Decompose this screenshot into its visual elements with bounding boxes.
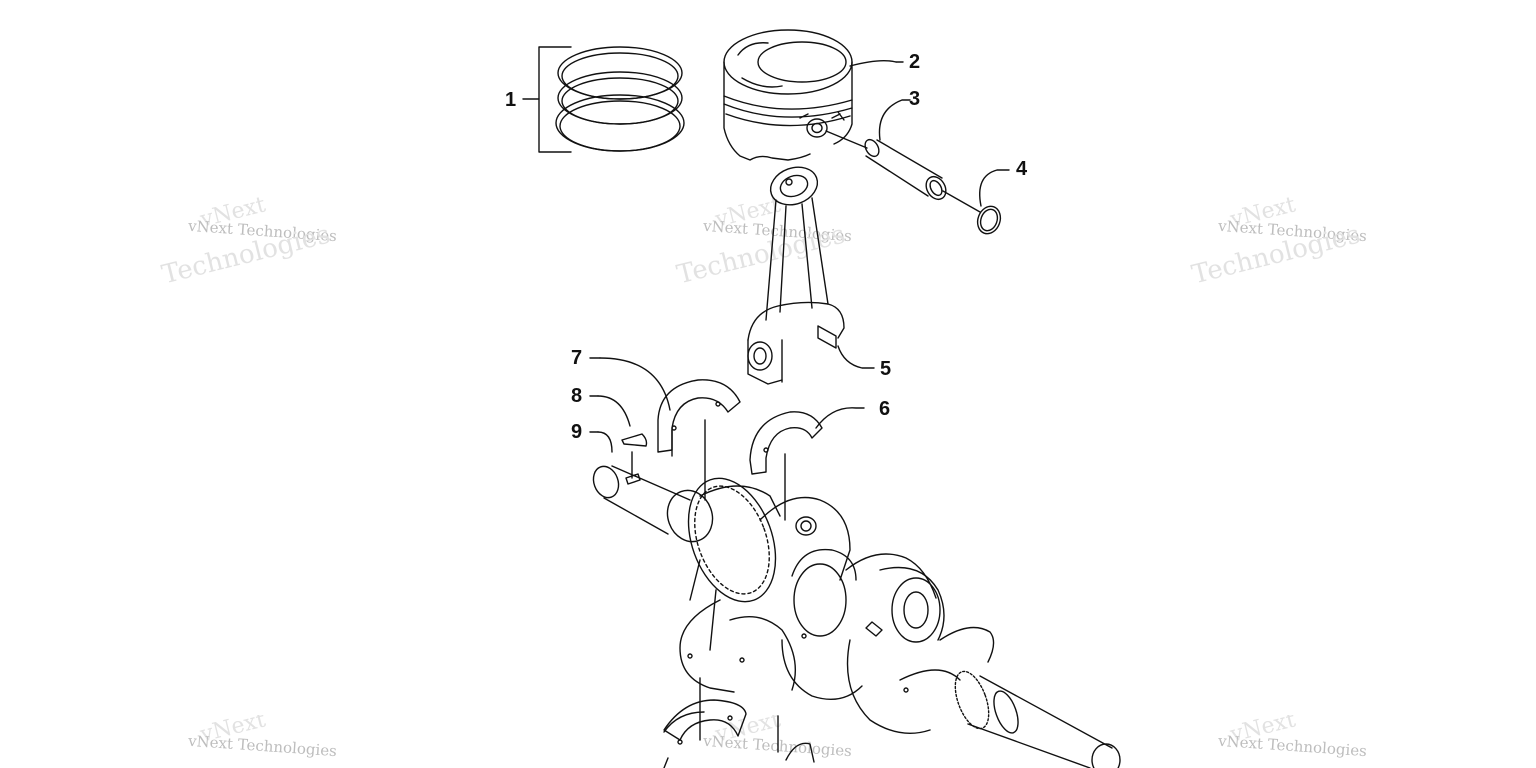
- callout-1[interactable]: 1: [505, 89, 517, 111]
- woodruff-key[interactable]: [589, 395, 648, 479]
- piston-pin[interactable]: [825, 99, 981, 213]
- callout-7[interactable]: 7: [571, 347, 583, 369]
- connecting-rod[interactable]: [747, 161, 875, 385]
- piston-rings[interactable]: [522, 46, 685, 153]
- callout-9[interactable]: 9: [571, 421, 583, 443]
- crankshaft[interactable]: [589, 431, 1121, 768]
- callout-4[interactable]: 4: [1016, 158, 1028, 180]
- main-bearing[interactable]: [663, 677, 815, 768]
- callout-6[interactable]: 6: [879, 398, 891, 420]
- rod-bearing[interactable]: [589, 357, 741, 501]
- callout-3[interactable]: 3: [909, 88, 921, 110]
- circlip[interactable]: [974, 169, 1010, 237]
- callout-8[interactable]: 8: [571, 385, 583, 407]
- callout-5[interactable]: 5: [880, 358, 892, 380]
- rod-bearing[interactable]: [749, 407, 865, 521]
- callout-2[interactable]: 2: [909, 51, 921, 73]
- piston[interactable]: [723, 29, 904, 161]
